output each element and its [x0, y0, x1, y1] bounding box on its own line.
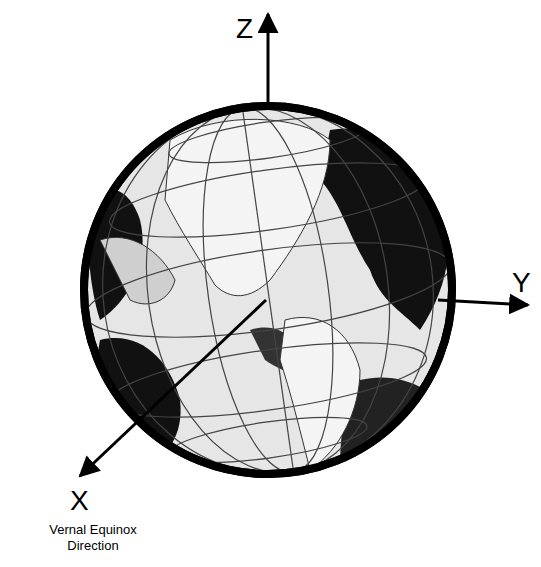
direction-note: Vernal Equinox Direction [38, 522, 148, 553]
axis-label: Z [236, 12, 253, 46]
axis-label: Y [512, 266, 531, 300]
globe-map [79, 85, 457, 495]
z-axis [267, 14, 270, 112]
y-axis [438, 300, 528, 305]
axis-label: X [70, 484, 89, 518]
x-axis [80, 300, 266, 476]
